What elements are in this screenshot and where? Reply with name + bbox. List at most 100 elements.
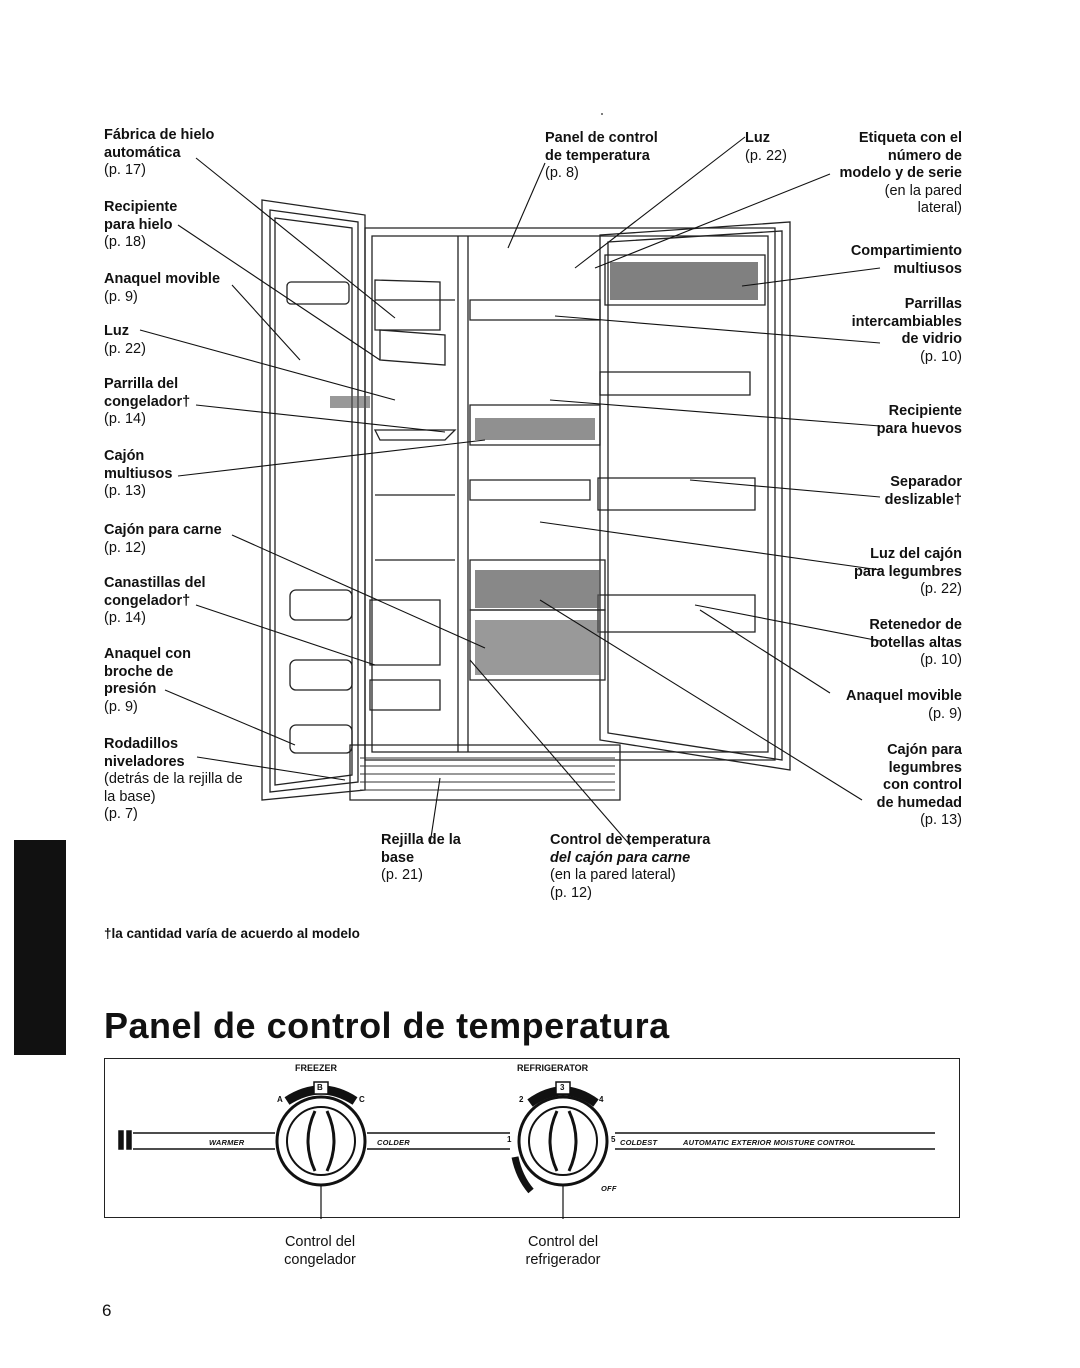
label-title-line: Recipiente xyxy=(888,403,962,419)
label-title-line: Parrillas xyxy=(904,296,962,312)
label-title-line: Luz xyxy=(104,323,129,339)
fridge-control-label: Control del refrigerador xyxy=(500,1233,626,1269)
label-title-line: Etiqueta con el xyxy=(858,130,962,146)
label-meat-drawer: Cajón para carne (p. 12) xyxy=(104,522,222,557)
label-title-line: Compartimiento xyxy=(850,243,962,259)
label-page-ref: (p. 18) xyxy=(104,234,146,250)
label-title-line: Luz xyxy=(745,130,770,146)
label-page-ref: (p. 14) xyxy=(104,411,146,427)
label-title-line: intercambiables xyxy=(851,313,962,330)
label-title-line: multiusos xyxy=(104,465,173,482)
refrigerator-label: REFRIGERATOR xyxy=(517,1063,589,1073)
label-title-line: Cajón xyxy=(104,448,145,464)
label-title-line: Anaquel movible xyxy=(845,688,962,704)
label-note-line: la base) xyxy=(104,788,156,805)
label-title-line: Cajón para carne xyxy=(104,522,222,538)
label-title-line: base xyxy=(381,849,415,866)
label-page-ref: (p. 13) xyxy=(920,812,962,828)
label-title-line: Cajón para xyxy=(887,742,962,758)
label-title-line: Retenedor de xyxy=(869,617,962,633)
control-panel-drawing xyxy=(118,1081,935,1219)
label-light-left: Luz (p. 22) xyxy=(104,323,146,358)
label-note-line: (detrás de la rejilla de xyxy=(104,771,243,787)
freezer-control-label: Control del congelador xyxy=(260,1233,380,1269)
label-page-ref: (p. 22) xyxy=(104,340,146,357)
label-page-ref: (p. 12) xyxy=(550,884,592,901)
section-title: Panel de control de temperatura xyxy=(104,1005,670,1046)
label-title-line: presión xyxy=(104,681,157,697)
freezer-control-line: congelador xyxy=(284,1252,356,1268)
label-title-line: Separador xyxy=(890,474,962,490)
label-italic-line: del cajón para carne xyxy=(550,849,691,866)
label-page-ref: (p. 14) xyxy=(104,610,146,626)
label-title-line: deslizable† xyxy=(884,491,962,508)
freezer-control-line: Control del xyxy=(284,1234,356,1250)
label-page-ref: (p. 13) xyxy=(104,483,146,499)
fridge-mark-4: 4 xyxy=(599,1095,604,1104)
freezer-label: FREEZER xyxy=(295,1063,338,1073)
colder-text: COLDER xyxy=(377,1138,410,1147)
label-title-line: congelador† xyxy=(104,393,191,410)
label-page-ref: (p. 22) xyxy=(920,581,962,597)
label-light-top: Luz (p. 22) xyxy=(745,130,787,165)
label-title-line: Fábrica de hielo xyxy=(104,127,215,143)
label-note-line: lateral) xyxy=(917,200,962,216)
label-model-serial-tag: Etiqueta con el número de modelo y de se… xyxy=(840,130,963,218)
page-number: 6 xyxy=(102,1301,112,1320)
label-page-ref: (p. 9) xyxy=(104,288,138,305)
footnote: †la cantidad varía de acuerdo al modelo xyxy=(104,926,360,941)
freezer-mark-c: C xyxy=(359,1095,365,1104)
label-page-ref: (p. 9) xyxy=(928,705,962,722)
label-title-line: botellas altas xyxy=(870,634,962,651)
label-title-line: Rodadillos xyxy=(104,736,179,752)
label-title-line: multiusos xyxy=(893,260,962,277)
label-title-line: congelador† xyxy=(104,592,191,609)
label-leveling-rollers: Rodadillos niveladores (detrás de la rej… xyxy=(104,736,243,824)
label-title-line: automática xyxy=(104,144,181,161)
label-title-line: para huevos xyxy=(876,420,962,437)
label-page-ref: (p. 12) xyxy=(104,539,146,556)
automatic-moisture-text: AUTOMATIC EXTERIOR MOISTURE CONTROL xyxy=(683,1138,856,1147)
label-title-line: broche de xyxy=(104,663,174,680)
label-egg-bin: Recipiente para huevos xyxy=(877,403,962,438)
label-title-line: Control de temperatura xyxy=(550,832,711,848)
label-title-line: Rejilla de la xyxy=(381,832,461,848)
label-title-line: con control xyxy=(883,777,962,793)
fridge-mark-3: 3 xyxy=(560,1083,565,1092)
freezer-mark-a: A xyxy=(277,1095,283,1104)
label-title-line: legumbres xyxy=(888,759,962,776)
label-meat-drawer-control: Control de temperatura del cajón para ca… xyxy=(550,832,710,902)
label-freezer-shelf: Parrilla del congelador† (p. 14) xyxy=(104,376,190,429)
fridge-mark-2: 2 xyxy=(519,1095,524,1104)
label-note-line: (en la pared xyxy=(884,182,962,199)
label-title-line: para legumbres xyxy=(854,563,962,580)
label-freezer-baskets: Canastillas del congelador† (p. 14) xyxy=(104,575,206,628)
warmer-text: WARMER xyxy=(209,1138,245,1147)
label-title-line: para hielo xyxy=(104,216,173,233)
label-title-line: Recipiente xyxy=(104,199,178,215)
label-glass-shelves: Parrillas intercambiables de vidrio (p. … xyxy=(852,296,962,366)
label-multiuse-drawer: Cajón multiusos (p. 13) xyxy=(104,448,172,501)
label-title-line: de humedad xyxy=(876,794,962,811)
section-tab-marker xyxy=(14,840,66,1055)
freezer-mark-b: B xyxy=(317,1083,323,1092)
label-temp-control-panel: Panel de control de temperatura (p. 8) xyxy=(545,130,658,183)
label-page-ref: (p. 17) xyxy=(104,162,146,178)
label-title-line: Panel de control xyxy=(545,130,658,146)
fridge-control-line: refrigerador xyxy=(525,1252,601,1268)
label-base-grille: Rejilla de la base (p. 21) xyxy=(381,832,461,885)
coldest-text: COLDEST xyxy=(620,1138,658,1147)
label-multiuse-compartment: Compartimiento multiusos xyxy=(851,243,962,278)
label-page-ref: (p. 10) xyxy=(920,348,962,365)
label-title-line: Luz del cajón xyxy=(870,546,962,562)
label-page-ref: (p. 9) xyxy=(104,698,138,715)
label-page-ref: (p. 22) xyxy=(745,147,787,164)
label-title-line: Anaquel con xyxy=(104,646,192,662)
label-snap-shelf: Anaquel con broche de presión (p. 9) xyxy=(104,646,191,716)
label-title-line: modelo y de serie xyxy=(839,165,963,181)
label-title-line: de temperatura xyxy=(545,147,650,164)
label-movable-shelf-left: Anaquel movible (p. 9) xyxy=(104,271,220,306)
fridge-control-line: Control del xyxy=(527,1234,599,1250)
label-title-line: Parrilla del xyxy=(104,376,179,392)
label-title-line: de vidrio xyxy=(901,331,962,347)
